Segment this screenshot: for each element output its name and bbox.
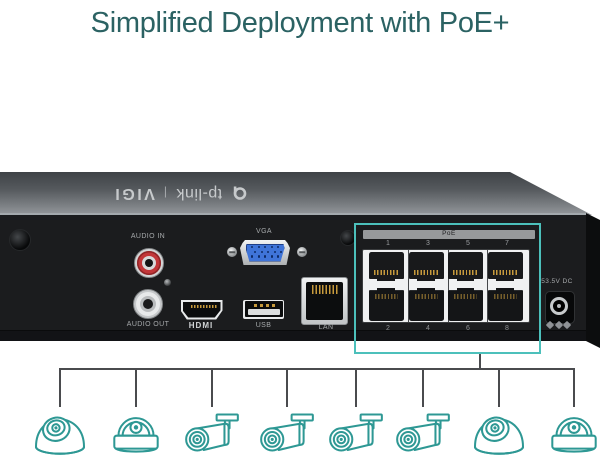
hdmi-label: HDMI bbox=[188, 320, 214, 330]
panel-screw-small bbox=[163, 278, 171, 286]
poe-port-1 bbox=[368, 251, 404, 281]
poe-port-6 bbox=[448, 288, 483, 321]
vga-pin bbox=[254, 250, 257, 253]
brand-vendor: tp-link bbox=[175, 185, 223, 202]
vga-pin bbox=[257, 246, 260, 249]
camera-drop-line bbox=[498, 368, 500, 407]
usb-port-inner bbox=[244, 301, 283, 317]
hdmi-pins bbox=[190, 304, 217, 308]
poe-port-2 bbox=[368, 288, 404, 321]
audio-in-red-ring bbox=[137, 251, 161, 275]
vga-pin bbox=[277, 246, 280, 249]
audio-in-center bbox=[145, 259, 153, 267]
bullet-camera-icon bbox=[259, 408, 315, 456]
vga-pin bbox=[264, 246, 267, 249]
vga-label: VGA bbox=[256, 227, 272, 235]
dome-camera-icon bbox=[546, 408, 600, 456]
poe-highlight-box bbox=[354, 223, 541, 354]
poe-port-number-8: 8 bbox=[505, 325, 509, 332]
audio-out-collar bbox=[140, 296, 156, 312]
audio-out-jack bbox=[133, 289, 163, 319]
usb-port bbox=[243, 299, 284, 319]
chassis-edge-highlight bbox=[0, 213, 588, 215]
dc-power-label: 53.5V DC bbox=[541, 277, 573, 285]
vga-screw-left bbox=[227, 247, 237, 257]
poe-port-number-1: 1 bbox=[386, 239, 390, 247]
audio-in-collar bbox=[142, 256, 156, 270]
nvr-bottom-edge bbox=[0, 330, 586, 341]
vga-pin bbox=[267, 250, 270, 253]
audio-out-center bbox=[143, 299, 153, 309]
turret-camera-icon bbox=[471, 408, 527, 456]
vga-pin bbox=[257, 255, 260, 258]
poe-port-5 bbox=[448, 251, 483, 281]
camera-drop-line bbox=[422, 368, 424, 407]
poe-port-number-2: 2 bbox=[386, 325, 390, 332]
audio-out-ring bbox=[136, 292, 160, 316]
vga-pin bbox=[264, 255, 267, 258]
camera-drop-line bbox=[135, 368, 137, 407]
camera-drop-line bbox=[211, 368, 213, 407]
vga-pin bbox=[270, 246, 273, 249]
audio-out-label: AUDIO OUT bbox=[126, 321, 170, 328]
distribution-line bbox=[59, 368, 575, 370]
dc-power-pin bbox=[557, 304, 561, 308]
audio-in-label: AUDIO IN bbox=[130, 233, 166, 240]
vga-pin bbox=[270, 255, 273, 258]
poe-port-3 bbox=[408, 251, 444, 281]
hdmi-port bbox=[180, 299, 223, 320]
hdmi-port-inner bbox=[182, 301, 221, 318]
audio-in-jack bbox=[134, 248, 164, 278]
vga-pin bbox=[280, 250, 283, 253]
tp-link-globe-icon bbox=[233, 186, 247, 200]
brand-logo: tp-link | VIGI bbox=[52, 180, 308, 206]
poe-port-number-6: 6 bbox=[466, 325, 470, 332]
page-title: Simplified Deployment with PoE+ bbox=[90, 7, 510, 39]
usb-tongue bbox=[247, 308, 280, 315]
poe-port-7 bbox=[487, 251, 523, 281]
camera-drop-line bbox=[59, 368, 61, 407]
poe-section-label: PoE bbox=[363, 230, 535, 239]
lan-port bbox=[301, 277, 348, 325]
nvr-top-chassis bbox=[0, 172, 592, 215]
vga-screw-right bbox=[297, 247, 307, 257]
bullet-camera-icon bbox=[328, 408, 384, 456]
lan-pins bbox=[311, 285, 338, 294]
nvr-right-side bbox=[586, 213, 600, 348]
brand-divider: | bbox=[163, 186, 167, 200]
usb-label: USB bbox=[255, 322, 272, 329]
vga-pin bbox=[273, 250, 276, 253]
turret-camera-icon bbox=[32, 408, 88, 456]
vga-port bbox=[245, 243, 285, 262]
chassis-hole-left bbox=[9, 229, 31, 251]
vga-pin bbox=[277, 255, 280, 258]
poe-port-number-3: 3 bbox=[426, 239, 430, 247]
camera-drop-line bbox=[355, 368, 357, 407]
lan-label: LAN bbox=[318, 324, 334, 331]
poe-feeder-line bbox=[479, 354, 481, 369]
poe-port-number-7: 7 bbox=[505, 239, 509, 247]
lan-port-inner bbox=[306, 282, 343, 320]
poe-port-number-5: 5 bbox=[466, 239, 470, 247]
camera-drop-line bbox=[286, 368, 288, 407]
camera-drop-line bbox=[573, 368, 575, 407]
bullet-camera-icon bbox=[395, 408, 451, 456]
vga-pin bbox=[260, 250, 263, 253]
brand-product: VIGI bbox=[112, 185, 155, 202]
vga-pin bbox=[251, 246, 254, 249]
poe-port-number-4: 4 bbox=[426, 325, 430, 332]
poe-port-4 bbox=[408, 288, 444, 321]
poe-port-8 bbox=[487, 288, 523, 321]
dome-camera-icon bbox=[108, 408, 164, 456]
vga-pin bbox=[251, 255, 254, 258]
bullet-camera-icon bbox=[184, 408, 240, 456]
